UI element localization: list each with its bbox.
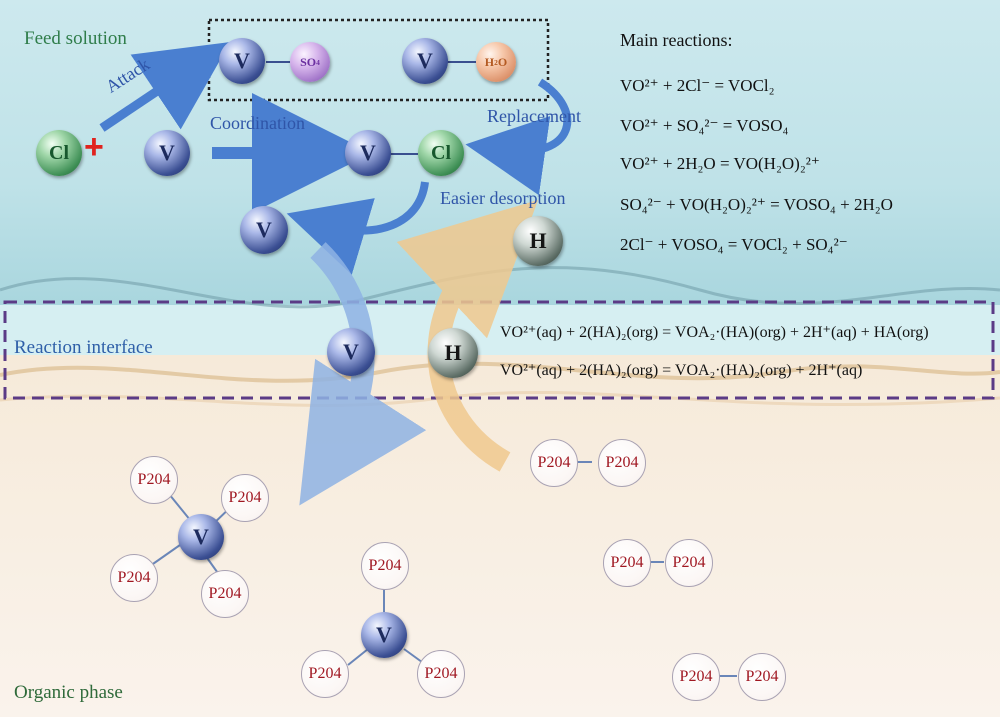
plus-sign: +	[84, 128, 104, 166]
vanadium-atom: V	[402, 38, 448, 84]
interface-equation: VO²⁺(aq) + 2(HA)₂(org) = VOA₂·(HA)(org) …	[500, 324, 929, 341]
p204-molecule: P204	[603, 539, 651, 587]
chloride-ion: Cl	[418, 130, 464, 176]
vanadium-atom: V	[361, 612, 407, 658]
easier-desorption-label: Easier desorption	[440, 188, 566, 208]
desorption-arrow	[286, 181, 429, 275]
p204-molecule: P204	[110, 554, 158, 602]
reaction-interface-label: Reaction interface	[14, 337, 153, 358]
p204-molecule: P204	[672, 653, 720, 701]
p204-molecule: P204	[665, 539, 713, 587]
replacement-arrow	[465, 78, 572, 196]
attack-arrow	[99, 41, 231, 132]
p204-molecule: P204	[361, 542, 409, 590]
organic-phase-label: Organic phase	[14, 682, 123, 703]
replacement-label: Replacement	[487, 106, 581, 126]
feed-solution-label: Feed solution	[24, 28, 127, 49]
p204-molecule: P204	[417, 650, 465, 698]
vanadium-atom: V	[178, 514, 224, 560]
coordination-label: Coordination	[210, 113, 305, 133]
p204-molecule: P204	[301, 650, 349, 698]
p204-molecule: P204	[130, 456, 178, 504]
wave-organic	[0, 361, 1000, 383]
p204-molecule: P204	[738, 653, 786, 701]
reaction-equation: VO²⁺ + SO₄²⁻ = VOSO₄	[620, 116, 789, 135]
vanadium-atom: V	[144, 130, 190, 176]
reaction-equation: 2Cl⁻ + VOSO₄ = VOCl₂ + SO₄²⁻	[620, 235, 848, 254]
vanadium-atom: V	[240, 206, 288, 254]
reaction-equation: VO²⁺ + 2Cl⁻ = VOCl₂	[620, 76, 775, 95]
reaction-equation: SO₄²⁻ + VO(H₂O)₂²⁺ = VOSO₄ + 2H₂O	[620, 195, 893, 214]
reaction-equation: VO²⁺ + 2H₂O = VO(H₂O)₂²⁺	[620, 154, 820, 173]
chloride-ion: Cl	[36, 130, 82, 176]
p204-molecule: P204	[598, 439, 646, 487]
hydrogen-ion: H	[428, 328, 478, 378]
interface-equation: VO²⁺(aq) + 2(HA)₂(org) = VOA₂·(HA)₂(org)…	[500, 362, 863, 379]
p204-molecule: P204	[221, 474, 269, 522]
vanadium-atom: V	[327, 328, 375, 376]
p204-molecule: P204	[530, 439, 578, 487]
main-reactions-title: Main reactions:	[620, 30, 733, 50]
vanadium-atom: V	[219, 38, 265, 84]
hydrogen-ion: H	[513, 216, 563, 266]
vanadium-atom: V	[345, 130, 391, 176]
organic-phase-region	[0, 355, 1000, 717]
p204-molecule: P204	[201, 570, 249, 618]
